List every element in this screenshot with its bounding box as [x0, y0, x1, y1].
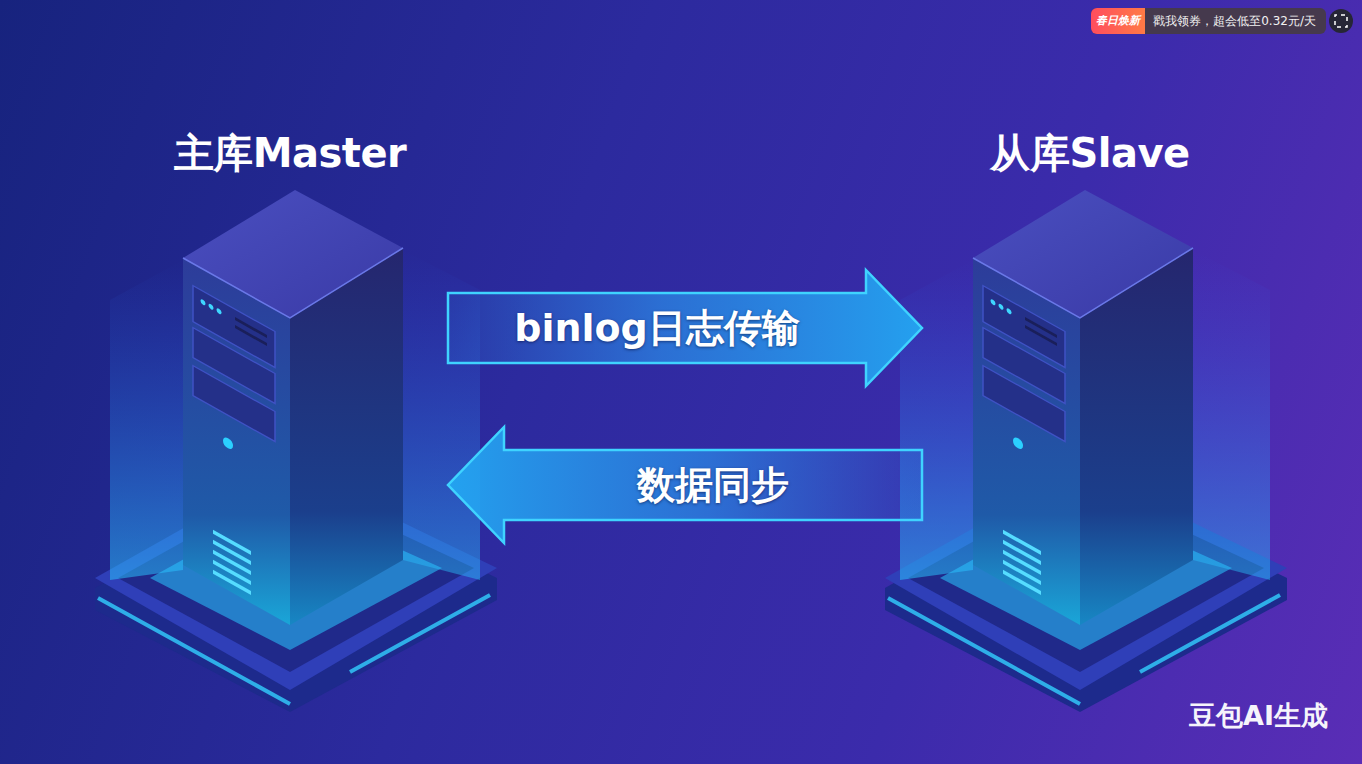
- server-heading: 从库Slave: [922, 126, 1258, 181]
- server-heading: 主库Master: [132, 126, 448, 181]
- flow-arrow: [448, 270, 922, 386]
- watermark: 豆包AI生成: [1189, 698, 1328, 734]
- server-node: 从库Slave: [922, 126, 1258, 700]
- promo-text: 戳我领券，超会低至0.32元/天: [1145, 13, 1316, 30]
- server-node: 主库Master: [132, 126, 448, 700]
- arrow-label: binlog日志传输: [514, 303, 800, 354]
- flow-arrow: [448, 427, 922, 543]
- promo-badge: 春日焕新: [1091, 8, 1145, 34]
- arrow-label: 数据同步: [637, 460, 789, 511]
- promo-banner: 春日焕新戳我领券，超会低至0.32元/天: [1091, 8, 1326, 34]
